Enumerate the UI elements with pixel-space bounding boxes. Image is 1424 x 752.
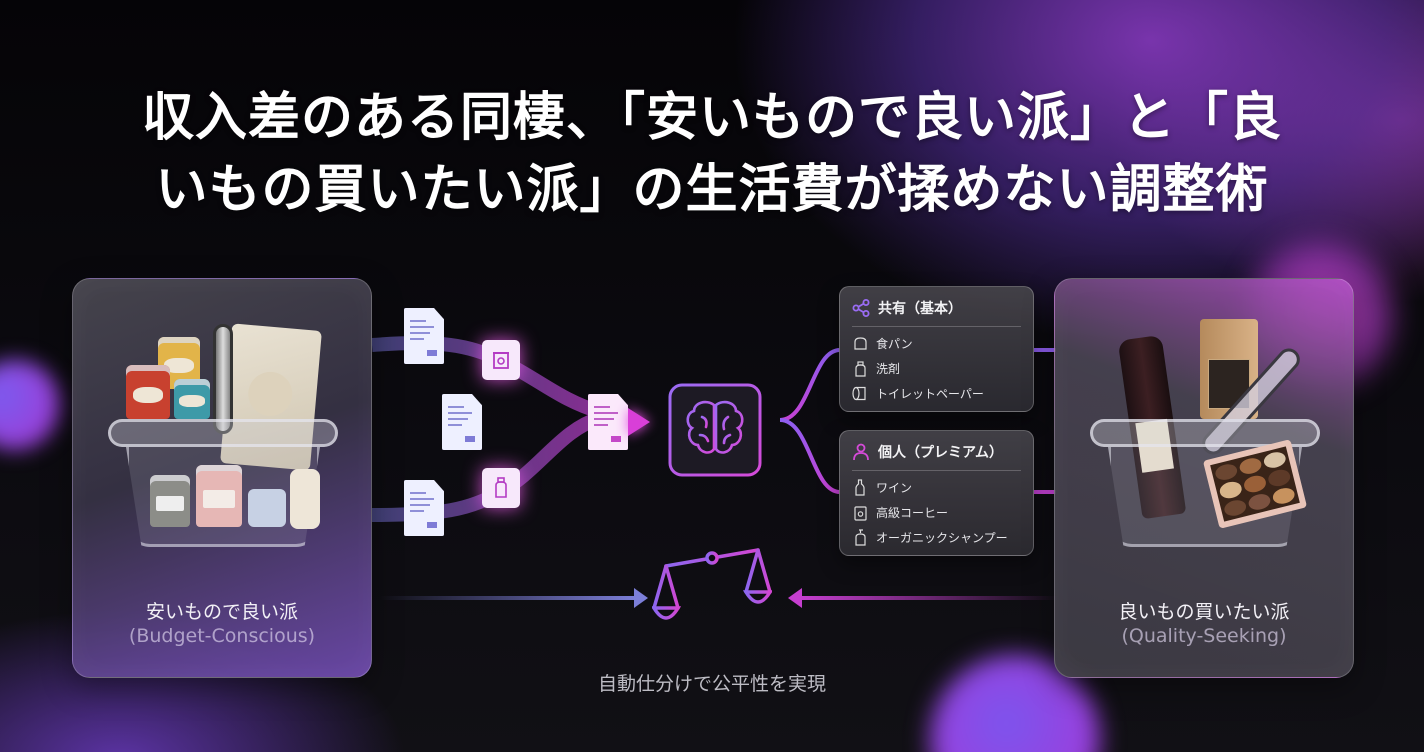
ai-brain-chip-icon bbox=[654, 369, 776, 491]
merged-receipt-icon bbox=[588, 394, 628, 450]
flow-arrow-icon bbox=[628, 408, 650, 436]
list-item: 洗剤 bbox=[852, 356, 1021, 381]
share-icon bbox=[852, 299, 870, 317]
personal-category-title: 個人（プレミアム） bbox=[878, 445, 1004, 461]
divider bbox=[852, 470, 1021, 471]
person-icon bbox=[853, 443, 869, 461]
coffee-bag-icon bbox=[852, 505, 868, 521]
can-icon bbox=[196, 465, 242, 527]
canned-goods-icon bbox=[126, 365, 170, 419]
title-line-2: いもの買いたい派」の生活費が揉めない調整術 bbox=[155, 160, 1269, 220]
shared-category-title: 共有（基本） bbox=[878, 301, 962, 317]
list-item: ワイン bbox=[852, 475, 1021, 500]
page-title: 収入差のある同棲、「安いもので良い派」と「良 いもの買いたい派」の生活費が揉めな… bbox=[0, 82, 1424, 226]
toilet-paper-icon bbox=[852, 386, 868, 402]
budget-label-jp: 安いもので良い派 bbox=[145, 601, 298, 623]
can-icon bbox=[150, 475, 190, 527]
divider bbox=[852, 326, 1021, 327]
basket-rim bbox=[1090, 419, 1320, 447]
receipt-icon bbox=[404, 308, 444, 364]
pump-bottle-icon bbox=[290, 469, 320, 529]
scale-icon bbox=[652, 538, 772, 647]
quality-seeking-card: 良いもの買いたい派 (Quality-Seeking) bbox=[1054, 278, 1354, 678]
canned-goods-icon bbox=[174, 379, 210, 419]
quality-label-en: (Quality-Seeking) bbox=[1121, 625, 1287, 647]
receipt-icon bbox=[404, 480, 444, 536]
budget-label-en: (Budget-Conscious) bbox=[128, 625, 316, 647]
pump-bottle-icon bbox=[852, 529, 868, 546]
fairness-caption: 自動仕分けで公平性を実現 bbox=[597, 673, 826, 695]
list-item: オーガニックシャンプー bbox=[852, 525, 1021, 550]
list-item: トイレットペーパー bbox=[852, 381, 1021, 406]
bottle-tile-icon bbox=[482, 468, 520, 508]
budget-basket-illustration bbox=[108, 323, 338, 549]
budget-conscious-card: 安いもので良い派 (Budget-Conscious) bbox=[72, 278, 372, 678]
arrow-right-icon bbox=[380, 588, 648, 608]
shared-category-card: 共有（基本） 食パン 洗剤 トイレットペーパー bbox=[839, 286, 1034, 412]
quality-label-jp: 良いもの買いたい派 bbox=[1118, 601, 1290, 623]
title-line-1: 収入差のある同棲、「安いもので良い派」と「良 bbox=[141, 88, 1282, 148]
basket-rim bbox=[108, 419, 338, 447]
arrow-left-icon bbox=[788, 588, 1058, 608]
receipt-flow bbox=[370, 300, 650, 540]
detergent-icon bbox=[852, 360, 868, 377]
list-item: 高級コーヒー bbox=[852, 500, 1021, 525]
personal-category-card: 個人（プレミアム） ワイン 高級コーヒー オーガニックシャンプー bbox=[839, 430, 1034, 556]
jar-icon bbox=[248, 489, 286, 527]
detergent-tile-icon bbox=[482, 340, 520, 380]
wine-icon bbox=[852, 479, 868, 496]
basket-handle bbox=[213, 324, 233, 434]
receipt-icon bbox=[442, 394, 482, 450]
premium-basket-illustration bbox=[1090, 319, 1320, 549]
bread-icon bbox=[852, 336, 868, 352]
list-item: 食パン bbox=[852, 331, 1021, 356]
